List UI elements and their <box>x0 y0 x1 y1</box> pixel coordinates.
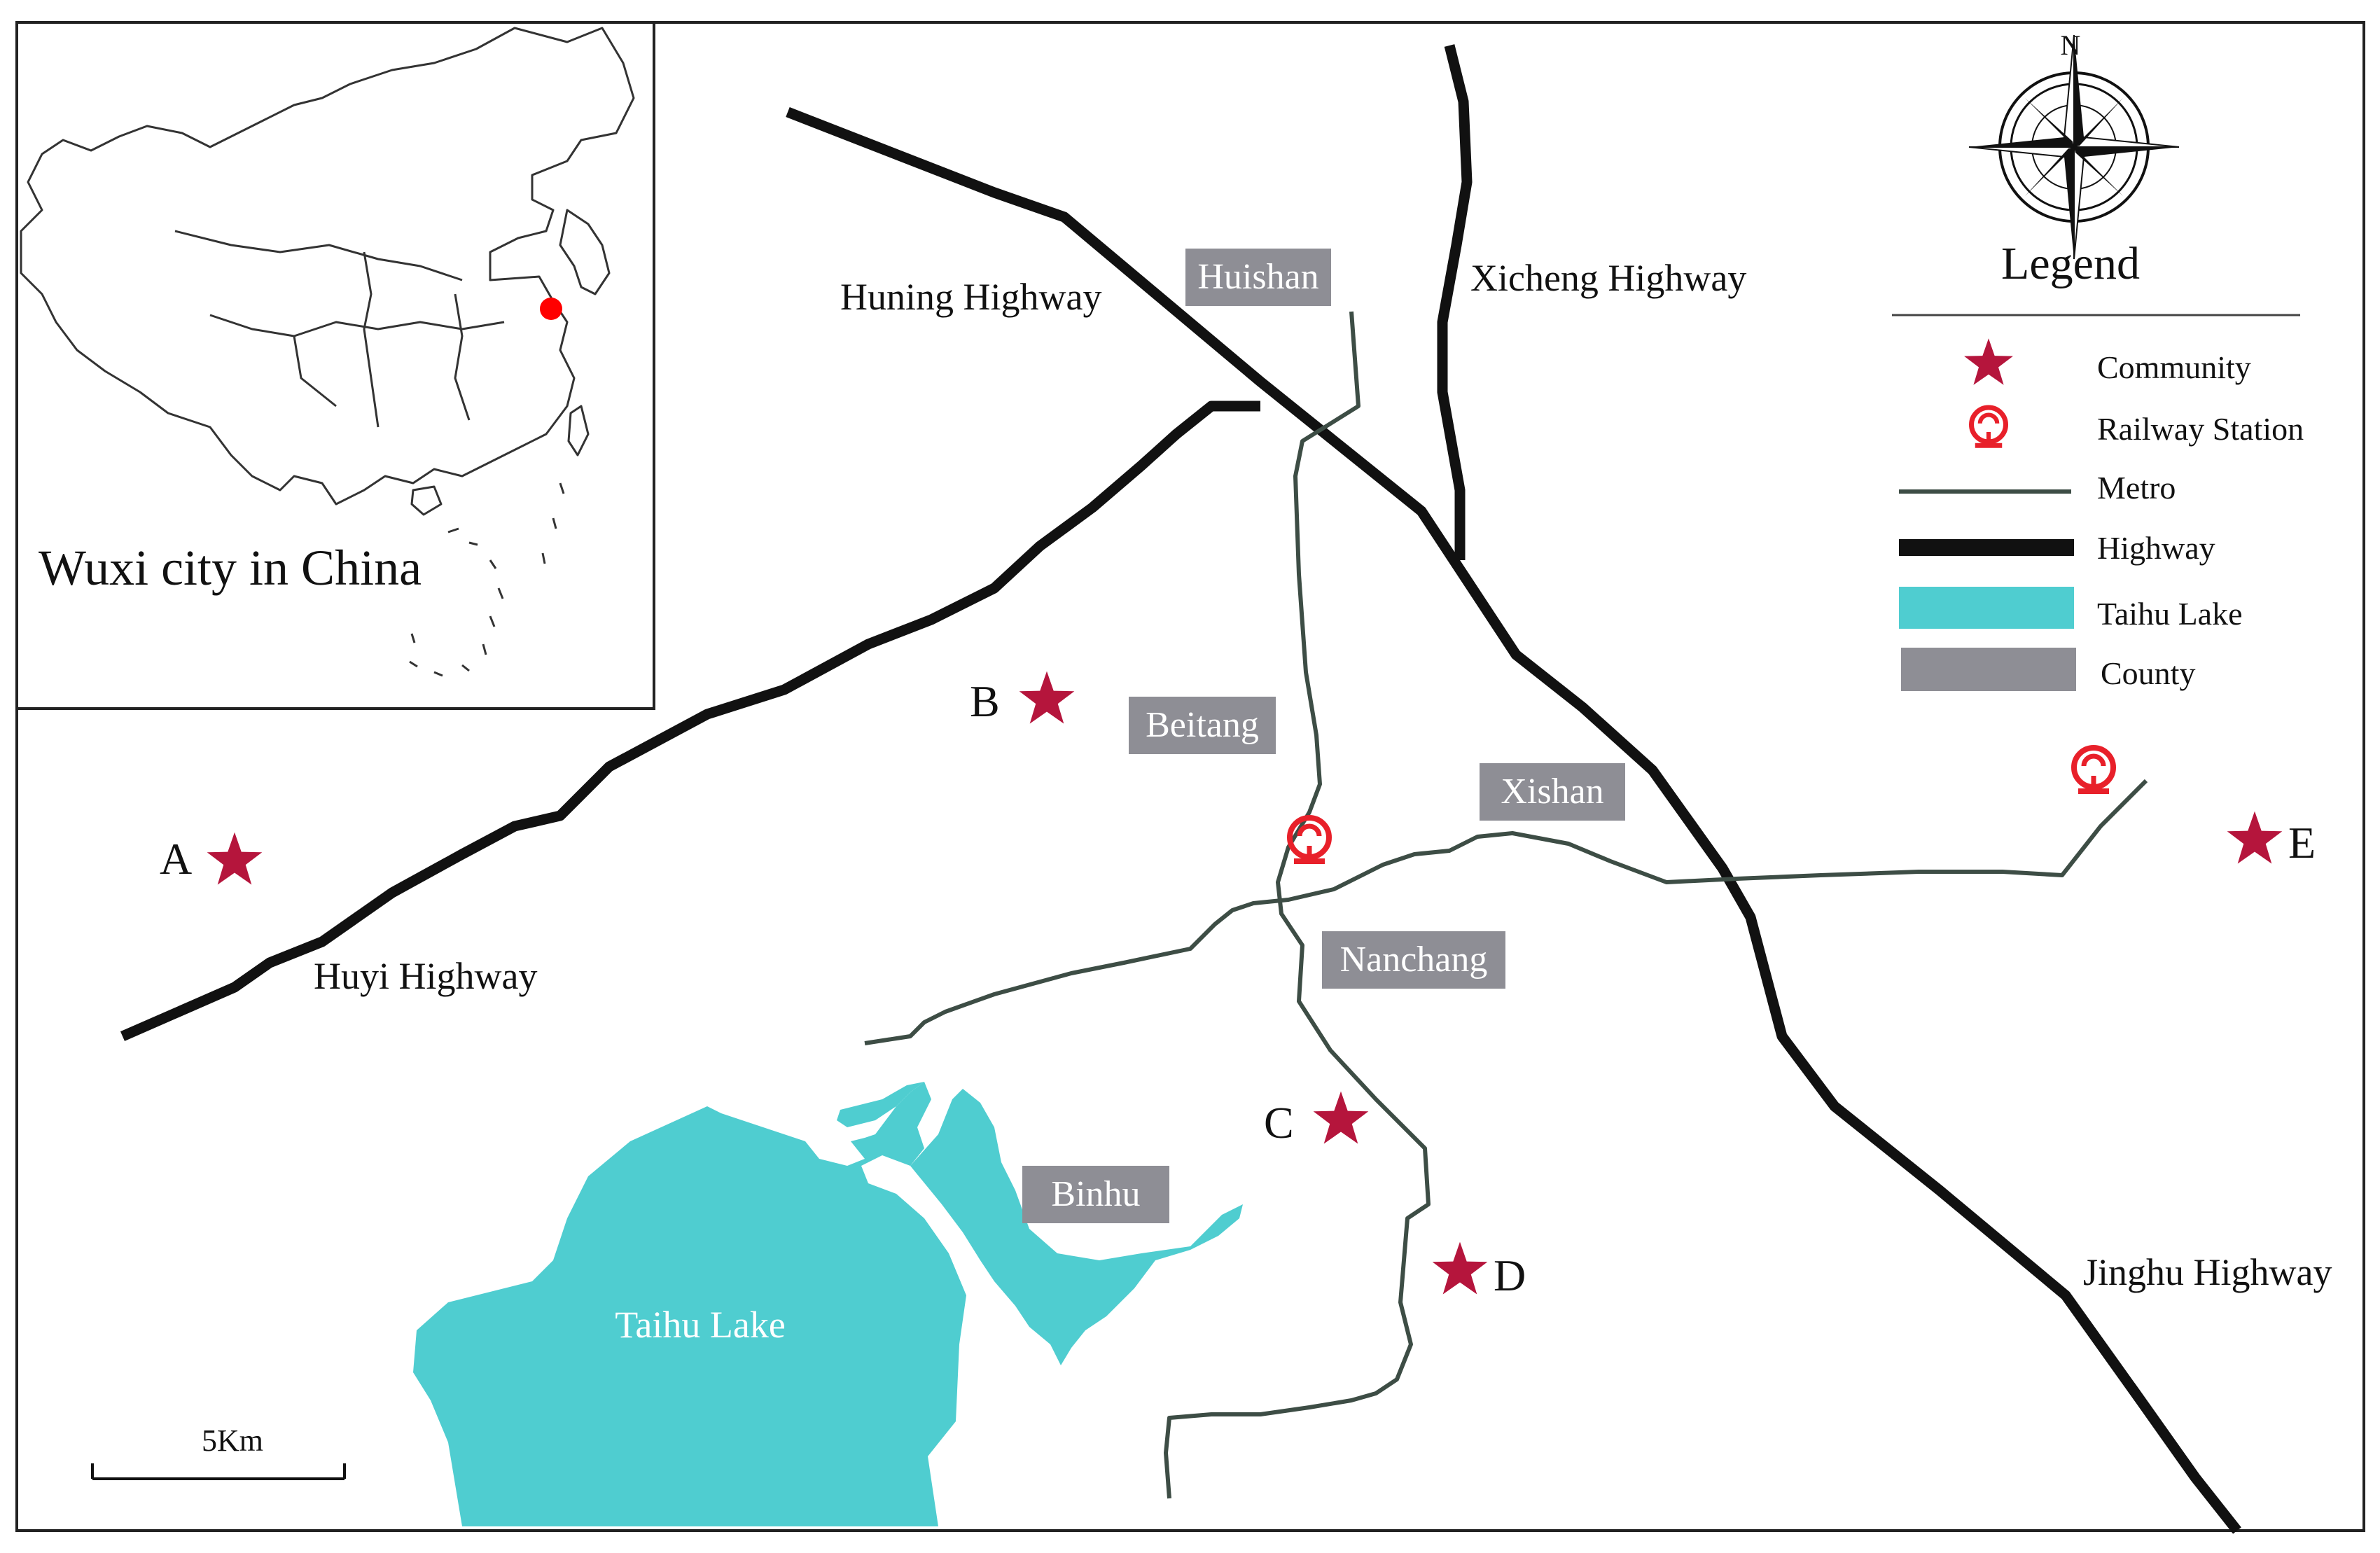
scale-bar-label: 5Km <box>202 1423 263 1458</box>
svg-text:Xishan: Xishan <box>1501 772 1603 812</box>
community-c-label: C <box>1264 1098 1294 1148</box>
county-nanchang: Nanchang <box>1322 931 1505 989</box>
compass-north-label: N <box>2061 29 2081 61</box>
legend: Legend Community Railway Station Metro H… <box>1892 238 2304 691</box>
xicheng-highway <box>1437 44 1473 560</box>
legend-label-railway-station: Railway Station <box>2097 411 2304 447</box>
legend-label-taihu-lake: Taihu Lake <box>2097 596 2243 632</box>
inset-china-outline <box>20 27 635 506</box>
inset-south-china-sea-islands <box>409 482 565 677</box>
inset-caption: Wuxi city in China <box>39 540 422 596</box>
community-d-label: D <box>1494 1251 1526 1300</box>
county-xishan: Xishan <box>1480 763 1625 821</box>
metro-line-east-west <box>864 779 2148 1045</box>
county-beitang: Beitang <box>1129 697 1276 754</box>
county-labels: Huishan Beitang Xishan Nanchang Binhu <box>1022 249 1625 1223</box>
compass-rose-icon <box>1968 34 2180 260</box>
metro-lines <box>864 311 2148 1499</box>
county-huishan: Huishan <box>1185 249 1331 306</box>
inset-frame <box>15 21 655 710</box>
inset-wuxi-marker <box>540 298 562 320</box>
legend-label-county: County <box>2101 655 2195 691</box>
county-binhu: Binhu <box>1022 1166 1169 1223</box>
community-b-label: B <box>970 676 1000 726</box>
highway-labels: Huning Highway Xicheng Highway Huyi High… <box>314 257 2332 1293</box>
legend-title: Legend <box>2001 238 2140 289</box>
jinghu-highway-label: Jinghu Highway <box>2083 1251 2332 1293</box>
xicheng-highway-label: Xicheng Highway <box>1470 257 1746 299</box>
legend-county-swatch <box>1901 648 2076 691</box>
community-a-label: A <box>160 834 192 884</box>
legend-label-highway: Highway <box>2097 530 2215 566</box>
huning-highway <box>786 107 2241 1534</box>
communities: A B C D E <box>160 671 2316 1300</box>
svg-text:Beitang: Beitang <box>1146 705 1259 745</box>
svg-text:Nanchang: Nanchang <box>1340 940 1488 980</box>
svg-text:Binhu: Binhu <box>1051 1174 1140 1214</box>
scale-bar <box>91 1463 346 1480</box>
huyi-highway <box>120 401 1260 1041</box>
highways <box>120 44 2241 1534</box>
svg-text:Huishan: Huishan <box>1197 257 1318 297</box>
inset-china-map: Wuxi city in China <box>15 21 655 710</box>
taihu-lake-label: Taihu Lake <box>615 1304 786 1346</box>
taihu-lake: Taihu Lake <box>413 1082 1243 1526</box>
legend-label-metro: Metro <box>2097 470 2176 506</box>
huyi-highway-label: Huyi Highway <box>314 955 537 997</box>
legend-label-community: Community <box>2097 349 2251 385</box>
legend-taihu-lake-swatch <box>1899 587 2074 629</box>
community-e-label: E <box>2288 818 2316 868</box>
metro-line-north-south <box>1164 311 1431 1499</box>
huning-highway-label: Huning Highway <box>840 276 1101 318</box>
